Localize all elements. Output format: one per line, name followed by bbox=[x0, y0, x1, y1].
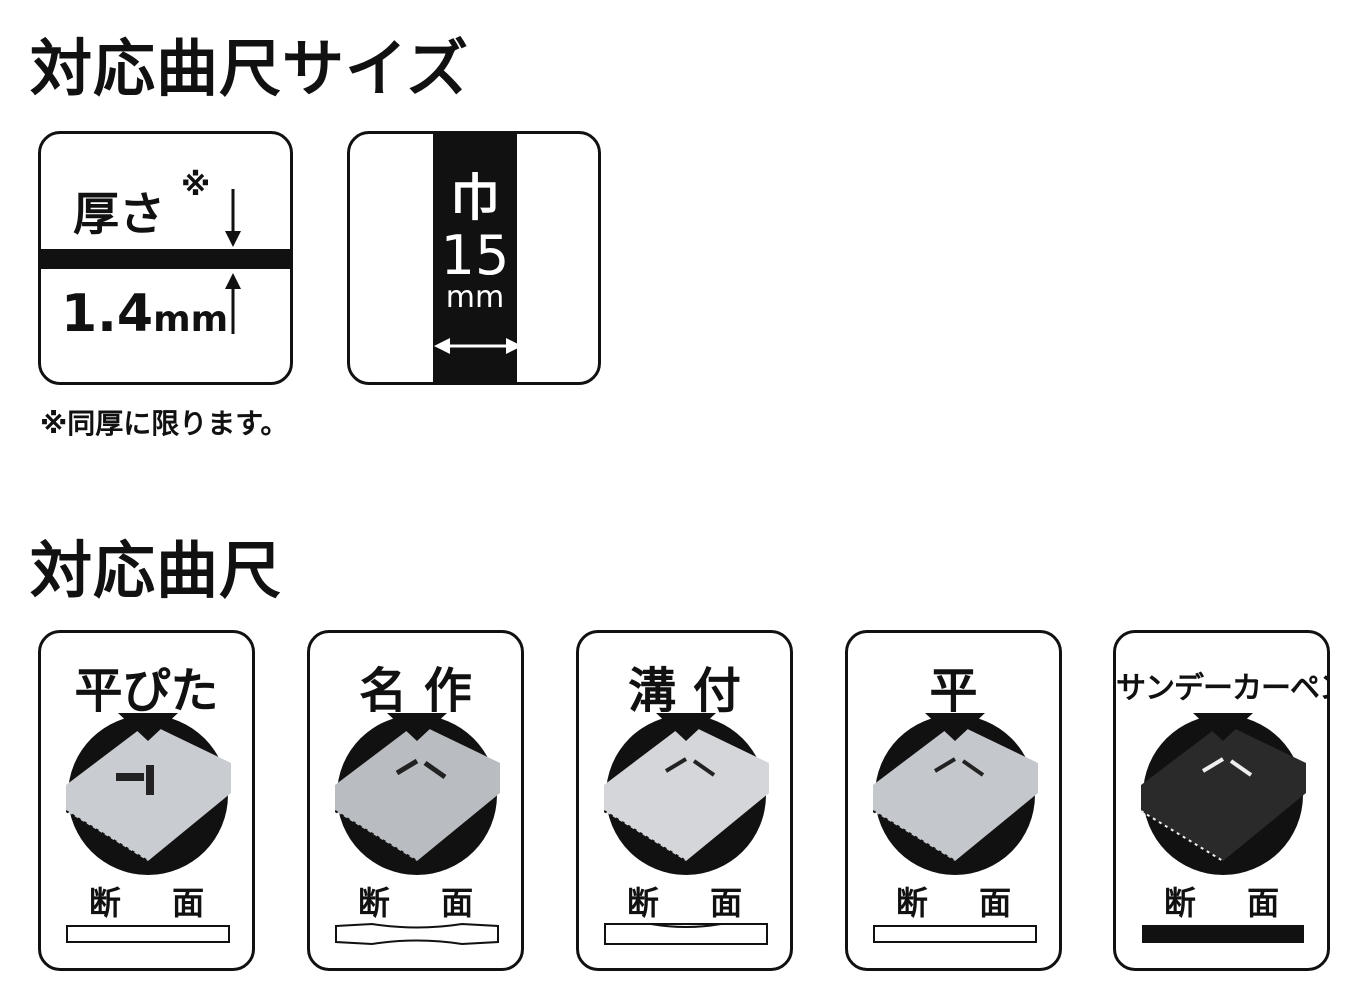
rule-name: 平 bbox=[929, 663, 978, 719]
rule-name: 名 作 bbox=[359, 663, 472, 719]
rule-photo-icon bbox=[66, 713, 231, 875]
size-note: ※同厚に限ります。 bbox=[40, 407, 289, 440]
profile-filled-icon bbox=[1142, 925, 1304, 943]
thickness-arrows-icon bbox=[225, 189, 241, 334]
section-label: 断 面 bbox=[88, 884, 225, 922]
rule-card-hirapita: 平ぴた 断 面 bbox=[38, 630, 255, 971]
thickness-note-mark: ※ bbox=[181, 168, 211, 203]
sizes-title: 対応曲尺サイズ bbox=[30, 32, 470, 105]
rules-title: 対応曲尺 bbox=[30, 534, 283, 607]
profile-grooved-icon bbox=[604, 923, 768, 945]
width-unit: mm bbox=[445, 280, 505, 315]
rule-card-meisaku: 名 作 断 面 bbox=[307, 630, 524, 971]
width-arrows-icon bbox=[434, 338, 522, 354]
section-label: 断 面 bbox=[895, 884, 1032, 922]
thickness-label: 厚さ bbox=[73, 187, 165, 241]
rule-photo-icon bbox=[335, 713, 500, 875]
rule-name: 平ぴた bbox=[74, 663, 219, 719]
section-label: 断 面 bbox=[1163, 884, 1300, 922]
thickness-value: 1.4mm bbox=[61, 284, 229, 344]
rule-photo-icon bbox=[1141, 713, 1306, 875]
rule-photo-icon bbox=[873, 713, 1038, 875]
profile-flat-icon bbox=[66, 925, 230, 943]
thickness-bar bbox=[41, 249, 290, 269]
rule-card-mizotsuki: 溝 付 断 面 bbox=[576, 630, 793, 971]
width-strip: 巾 15 mm bbox=[433, 134, 517, 382]
section-label: 断 面 bbox=[357, 884, 494, 922]
rule-name: サンデーカーペンター bbox=[1116, 671, 1327, 706]
rule-card-hira: 平 断 面 bbox=[845, 630, 1062, 971]
width-label: 巾 bbox=[450, 169, 500, 227]
thickness-card: 厚さ ※ 1.4mm bbox=[38, 131, 293, 385]
section-label: 断 面 bbox=[626, 884, 763, 922]
profile-flat-icon bbox=[873, 925, 1037, 943]
width-card: 巾 15 mm bbox=[347, 131, 601, 385]
profile-concave-icon bbox=[335, 922, 499, 946]
width-value: 15 bbox=[440, 224, 510, 287]
rule-name: 溝 付 bbox=[628, 663, 741, 719]
rule-photo-icon bbox=[604, 713, 769, 875]
rule-card-sunday-carpenter: サンデーカーペンター 断 面 bbox=[1113, 630, 1330, 971]
